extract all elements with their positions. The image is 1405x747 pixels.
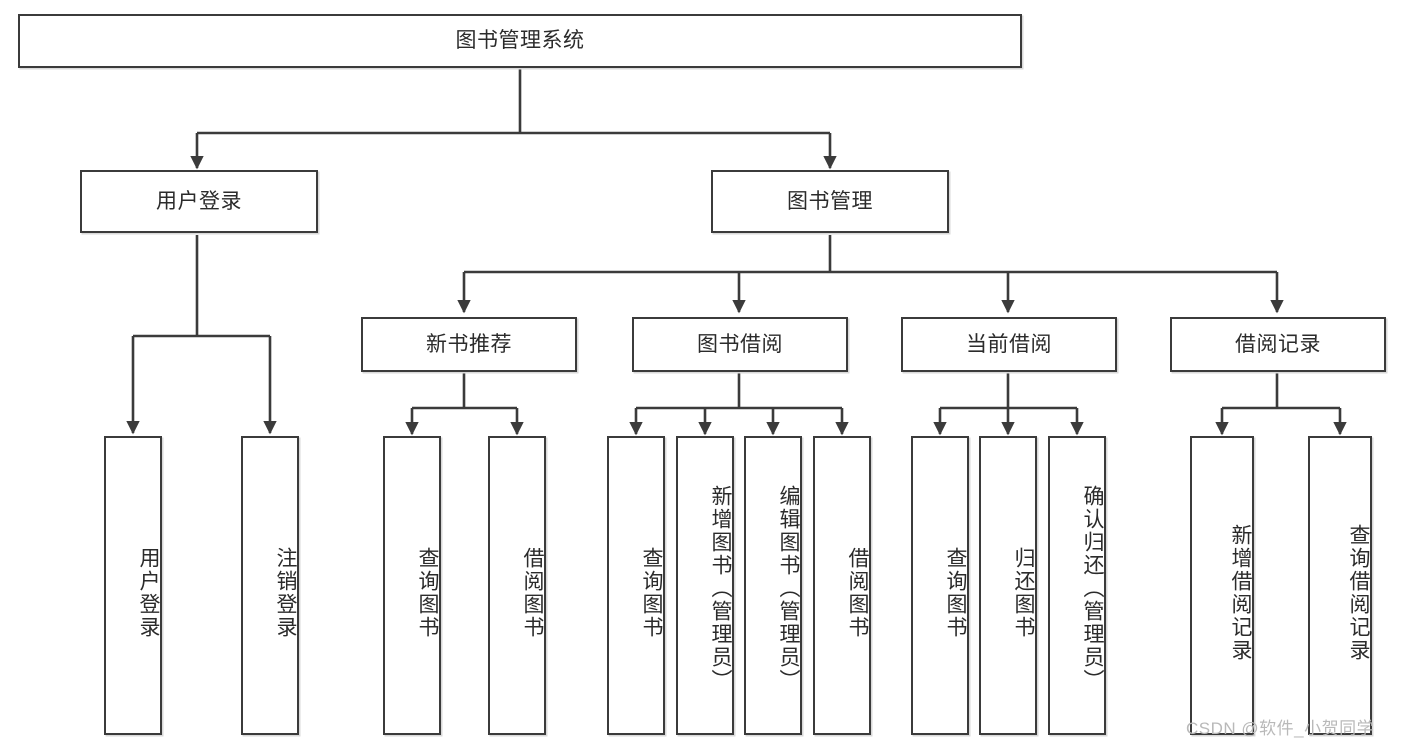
node-user-login-label: 用户登录 bbox=[156, 189, 242, 213]
node-leaf-query-book-3-label: 查询图书 bbox=[944, 546, 967, 639]
node-borrow-record[interactable]: 借阅记录 bbox=[1170, 317, 1386, 372]
node-book-manage-label: 图书管理 bbox=[787, 189, 873, 213]
node-leaf-edit-book-label: 编辑图书（管理员） bbox=[777, 485, 800, 692]
node-root-label: 图书管理系统 bbox=[455, 29, 585, 53]
node-leaf-borrow-book-2-label: 借阅图书 bbox=[846, 546, 869, 639]
node-leaf-query-book-2-label: 查询图书 bbox=[640, 546, 663, 639]
node-leaf-add-book-label: 新增图书（管理员） bbox=[709, 485, 732, 692]
node-leaf-user-logout-label: 注销登录 bbox=[274, 546, 297, 639]
node-leaf-query-book-3[interactable]: 查询图书 bbox=[911, 436, 969, 735]
node-new-book-recommend[interactable]: 新书推荐 bbox=[361, 317, 577, 372]
node-root[interactable]: 图书管理系统 bbox=[18, 14, 1022, 68]
node-leaf-query-book-2[interactable]: 查询图书 bbox=[607, 436, 665, 735]
node-leaf-borrow-book-1[interactable]: 借阅图书 bbox=[488, 436, 546, 735]
node-leaf-confirm-return[interactable]: 确认归还（管理员） bbox=[1048, 436, 1106, 735]
node-leaf-query-record-label: 查询借阅记录 bbox=[1347, 523, 1370, 662]
node-leaf-return-book-label: 归还图书 bbox=[1012, 546, 1035, 639]
node-book-manage[interactable]: 图书管理 bbox=[711, 170, 949, 233]
node-leaf-user-login[interactable]: 用户登录 bbox=[104, 436, 162, 735]
node-leaf-confirm-return-label: 确认归还（管理员） bbox=[1081, 485, 1104, 692]
node-borrow-record-label: 借阅记录 bbox=[1235, 332, 1321, 356]
node-leaf-add-record[interactable]: 新增借阅记录 bbox=[1190, 436, 1254, 735]
node-leaf-return-book[interactable]: 归还图书 bbox=[979, 436, 1037, 735]
node-leaf-borrow-book-1-label: 借阅图书 bbox=[521, 546, 544, 639]
node-current-borrow-label: 当前借阅 bbox=[966, 332, 1052, 356]
csdn-watermark: CSDN @软件_小贺同学 bbox=[1186, 719, 1375, 738]
node-user-login[interactable]: 用户登录 bbox=[80, 170, 318, 233]
node-leaf-edit-book[interactable]: 编辑图书（管理员） bbox=[744, 436, 802, 735]
node-leaf-borrow-book-2[interactable]: 借阅图书 bbox=[813, 436, 871, 735]
node-book-borrow[interactable]: 图书借阅 bbox=[632, 317, 848, 372]
node-leaf-user-logout[interactable]: 注销登录 bbox=[241, 436, 299, 735]
node-current-borrow[interactable]: 当前借阅 bbox=[901, 317, 1117, 372]
node-leaf-user-login-label: 用户登录 bbox=[137, 546, 160, 639]
node-book-borrow-label: 图书借阅 bbox=[697, 332, 783, 356]
node-leaf-add-book[interactable]: 新增图书（管理员） bbox=[676, 436, 734, 735]
node-leaf-add-record-label: 新增借阅记录 bbox=[1229, 523, 1252, 662]
node-leaf-query-book-1[interactable]: 查询图书 bbox=[383, 436, 441, 735]
node-leaf-query-book-1-label: 查询图书 bbox=[416, 546, 439, 639]
node-new-book-recommend-label: 新书推荐 bbox=[426, 332, 512, 356]
node-leaf-query-record[interactable]: 查询借阅记录 bbox=[1308, 436, 1372, 735]
